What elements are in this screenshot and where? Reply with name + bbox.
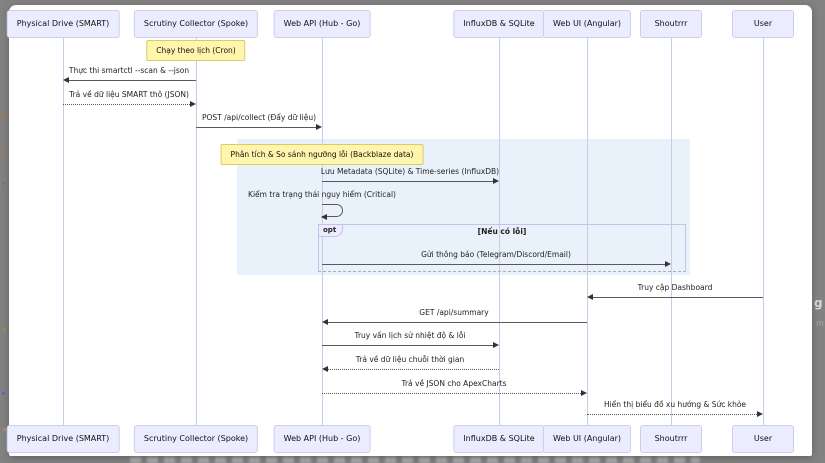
message-label: Kiểm tra trạng thái nguy hiểm (Critical) <box>248 190 396 199</box>
lifeline-influxdb <box>499 38 500 425</box>
message-arrow <box>322 264 665 265</box>
lifeline-user <box>763 38 764 425</box>
background-text-fragment: g <box>814 296 823 310</box>
opt-fragment-keyword: opt <box>318 224 344 237</box>
message-arrow <box>322 345 493 346</box>
message-arrow <box>322 181 493 182</box>
actor-influxdb-bottom: InfluxDB & SQLite <box>453 425 545 453</box>
message-label: Gửi thông báo (Telegram/Discord/Email) <box>421 250 571 259</box>
message-arrow <box>328 369 499 370</box>
actor-physical-drive-top: Physical Drive (SMART) <box>6 10 120 38</box>
message-label: POST /api/collect (Đẩy dữ liệu) <box>201 113 317 122</box>
background-speck <box>2 392 5 395</box>
actor-web-api-bottom: Web API (Hub - Go) <box>273 425 371 453</box>
lifeline-web-ui <box>587 38 588 425</box>
message-label: Hiển thị biểu đồ xu hướng & Sức khỏe <box>603 400 747 409</box>
message-arrow <box>196 127 316 128</box>
opt-fragment-condition: [Nếu có lỗi] <box>477 227 527 236</box>
arrowhead <box>63 77 69 83</box>
arrowhead <box>322 366 328 372</box>
actor-scrutiny-collector-top: Scrutiny Collector (Spoke) <box>133 10 259 38</box>
actor-shoutrrr-top: Shoutrrr <box>640 10 702 38</box>
message-arrow <box>322 393 581 394</box>
actor-user-top: User <box>732 10 794 38</box>
actor-scrutiny-collector-bottom: Scrutiny Collector (Spoke) <box>133 425 259 453</box>
message-arrow <box>69 80 196 81</box>
message-label: GET /api/summary <box>419 308 489 317</box>
message-label: Lưu Metadata (SQLite) & Time-series (Inf… <box>320 167 500 176</box>
message-label: Trả về dữ liệu SMART thô (JSON) <box>69 90 189 99</box>
arrowhead <box>322 319 328 325</box>
background-speck <box>3 114 6 117</box>
lifeline-physical-drive <box>63 38 64 425</box>
message-label: Truy vấn lịch sử nhiệt độ & lỗi <box>354 331 466 340</box>
arrowhead <box>587 294 593 300</box>
lifeline-shoutrrr <box>671 38 672 425</box>
arrowhead <box>665 261 671 267</box>
background-text-fragment: m <box>816 319 824 328</box>
arrowhead <box>581 390 587 396</box>
message-label: Thực thi smartctl --scan & --json <box>68 66 190 75</box>
background-speck <box>3 428 6 431</box>
note-analysis: Phân tích & So sánh ngưỡng lỗi (Backblaz… <box>220 144 424 165</box>
message-label: Trả về JSON cho ApexCharts <box>401 379 507 388</box>
message-arrow <box>587 414 757 415</box>
actor-user-bottom: User <box>732 425 794 453</box>
arrowhead <box>493 342 499 348</box>
background-speck <box>3 328 6 331</box>
background-speck <box>3 148 6 151</box>
arrowhead <box>316 124 322 130</box>
actor-influxdb-top: InfluxDB & SQLite <box>453 10 545 38</box>
opt-fragment-frame <box>318 224 686 272</box>
self-message-loop <box>322 204 343 217</box>
actor-web-ui-bottom: Web UI (Angular) <box>542 425 632 453</box>
arrowhead <box>757 411 763 417</box>
lifeline-scrutiny-collector <box>196 38 197 425</box>
actor-web-api-top: Web API (Hub - Go) <box>273 10 371 38</box>
arrowhead <box>493 178 499 184</box>
message-arrow <box>328 322 587 323</box>
message-label: Trả về dữ liệu chuỗi thời gian <box>355 355 465 364</box>
actor-shoutrrr-bottom: Shoutrrr <box>640 425 702 453</box>
actor-physical-drive-bottom: Physical Drive (SMART) <box>6 425 120 453</box>
background-speck <box>2 182 5 185</box>
message-arrow <box>63 104 190 105</box>
arrowhead <box>321 214 327 220</box>
obscured-background-text <box>130 457 700 463</box>
message-arrow <box>593 297 763 298</box>
note-cron: Chạy theo lịch (Cron) <box>146 40 246 61</box>
message-label: Truy cập Dashboard <box>637 283 713 292</box>
arrowhead <box>190 101 196 107</box>
actor-web-ui-top: Web UI (Angular) <box>542 10 632 38</box>
